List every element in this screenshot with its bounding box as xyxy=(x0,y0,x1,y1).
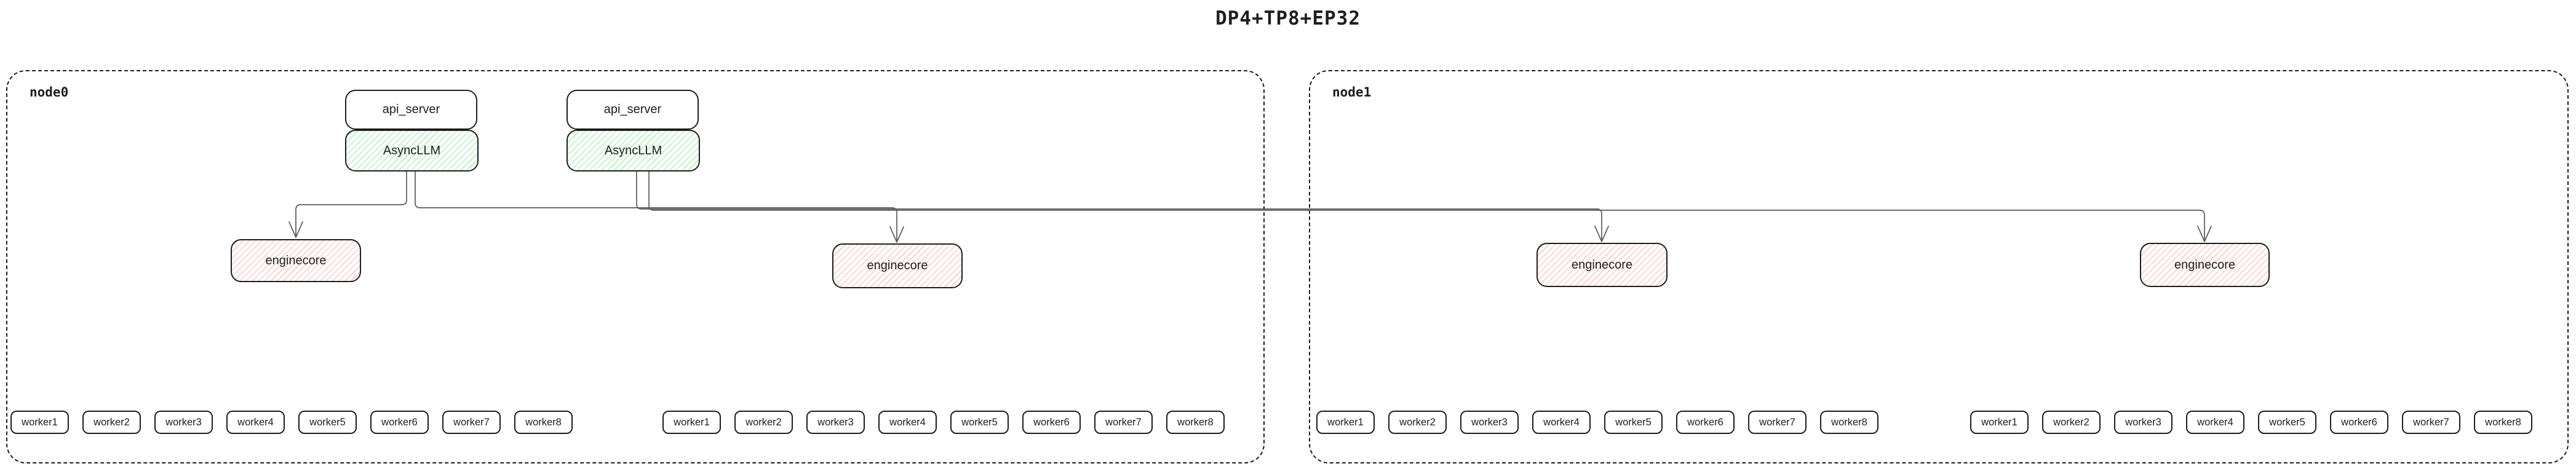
worker-box: worker5 xyxy=(1604,411,1663,434)
worker-group-n0-1: worker1 worker2 worker3 worker4 worker5 … xyxy=(10,411,573,434)
worker-box: worker7 xyxy=(442,411,501,434)
worker-box: worker6 xyxy=(2330,411,2388,434)
worker-box: worker5 xyxy=(298,411,357,434)
asyncllm-box-1: AsyncLLM xyxy=(345,130,479,171)
worker-box: worker6 xyxy=(370,411,429,434)
worker-box: worker3 xyxy=(154,411,213,434)
worker-box: worker3 xyxy=(2114,411,2173,434)
worker-box: worker1 xyxy=(1970,411,2029,434)
worker-box: worker6 xyxy=(1676,411,1735,434)
worker-box: worker1 xyxy=(10,411,69,434)
enginecore-box-n1-1: enginecore xyxy=(1536,243,1668,287)
worker-box: worker4 xyxy=(2186,411,2244,434)
worker-box: worker7 xyxy=(1094,411,1153,434)
enginecore-box-n1-2: enginecore xyxy=(2140,243,2270,287)
worker-box: worker2 xyxy=(734,411,793,434)
api-server-box-1: api_server xyxy=(345,90,477,130)
worker-box: worker2 xyxy=(1388,411,1447,434)
enginecore-box-n0-1: enginecore xyxy=(231,239,361,282)
node0-container xyxy=(6,70,1265,463)
worker-box: worker8 xyxy=(1166,411,1225,434)
worker-box: worker4 xyxy=(1532,411,1591,434)
api-server-box-2: api_server xyxy=(566,90,699,130)
worker-group-n1-2: worker1 worker2 worker3 worker4 worker5 … xyxy=(1970,411,2532,434)
worker-box: worker2 xyxy=(2042,411,2101,434)
worker-box: worker7 xyxy=(1748,411,1807,434)
worker-box: worker4 xyxy=(226,411,285,434)
node0-label: node0 xyxy=(30,85,69,100)
worker-box: worker8 xyxy=(1820,411,1878,434)
worker-box: worker3 xyxy=(1460,411,1519,434)
asyncllm-box-2: AsyncLLM xyxy=(566,130,700,171)
worker-group-n1-1: worker1 worker2 worker3 worker4 worker5 … xyxy=(1316,411,1878,434)
diagram-title: DP4+TP8+EP32 xyxy=(1215,7,1361,30)
worker-box: worker2 xyxy=(82,411,141,434)
node1-label: node1 xyxy=(1332,85,1372,100)
worker-box: worker3 xyxy=(806,411,865,434)
node1-container xyxy=(1309,70,2569,463)
worker-box: worker7 xyxy=(2402,411,2460,434)
worker-box: worker1 xyxy=(1316,411,1375,434)
worker-box: worker8 xyxy=(514,411,573,434)
worker-box: worker1 xyxy=(662,411,721,434)
worker-box: worker8 xyxy=(2474,411,2532,434)
worker-box: worker5 xyxy=(2258,411,2316,434)
worker-box: worker6 xyxy=(1022,411,1081,434)
worker-box: worker5 xyxy=(950,411,1009,434)
worker-box: worker4 xyxy=(878,411,937,434)
enginecore-box-n0-2: enginecore xyxy=(832,243,963,288)
worker-group-n0-2: worker1 worker2 worker3 worker4 worker5 … xyxy=(662,411,1225,434)
